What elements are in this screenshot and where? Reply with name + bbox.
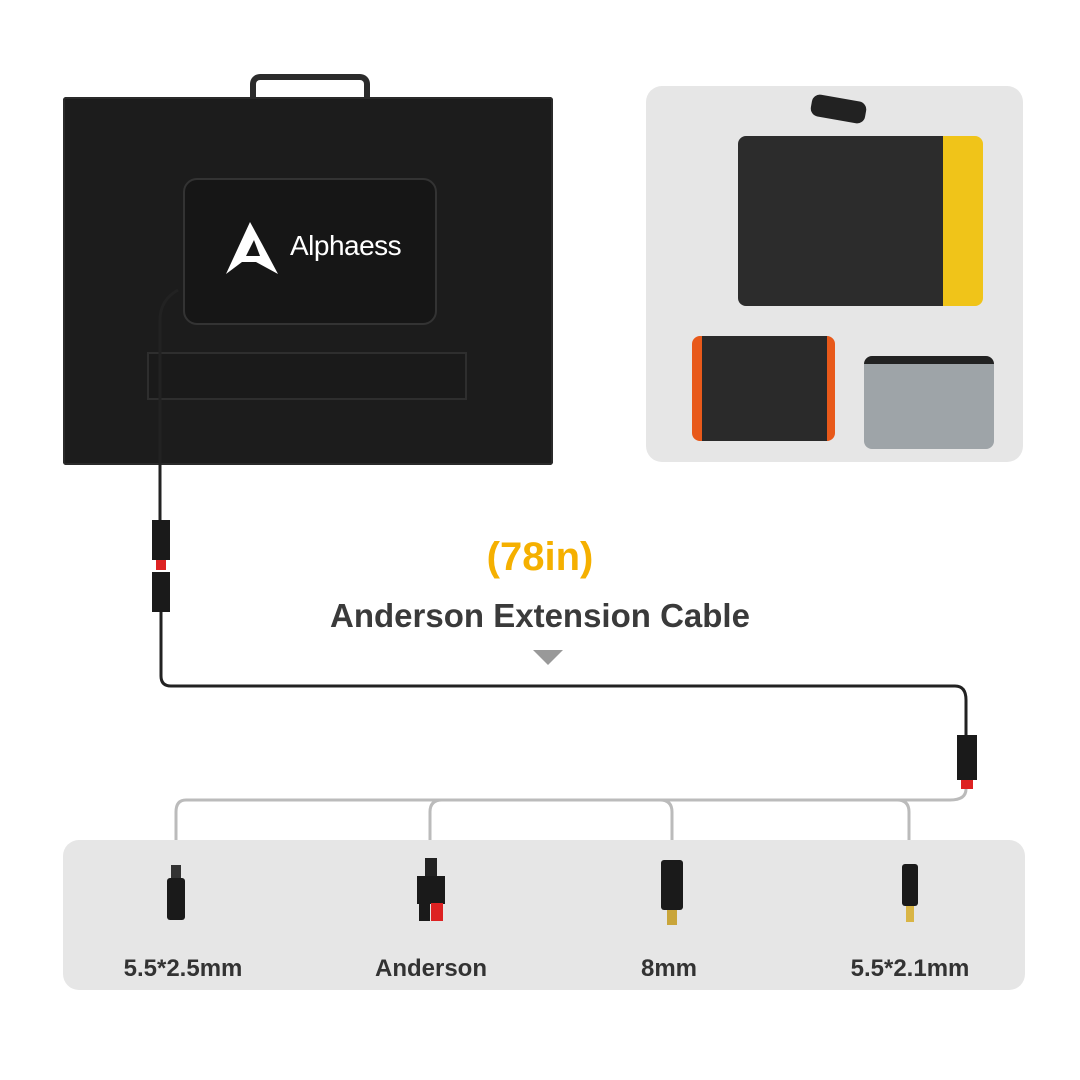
dc-5521-plug-icon <box>902 864 918 922</box>
connector-panel <box>63 840 1025 990</box>
brand-name: Alphaess <box>290 230 402 261</box>
anderson-plug-icon <box>417 858 445 921</box>
8mm-plug-icon <box>661 860 683 925</box>
compatible-power-stations <box>646 86 1023 462</box>
dc-5521-5525-plug-icon <box>167 865 185 920</box>
power-station-goalzero <box>864 356 994 449</box>
connector-label-8mm: 8mm <box>640 955 698 982</box>
connector-label-5525: 5.5*2.5mm <box>123 955 243 982</box>
cable-title: Anderson Extension Cable <box>330 597 750 634</box>
down-arrow-icon <box>533 650 563 665</box>
power-station-jackery <box>692 336 835 441</box>
alphaess-logo-icon <box>226 222 278 274</box>
panel-strap <box>147 352 467 400</box>
connector-label-anderson: Anderson <box>374 955 488 982</box>
connector-label-5521: 5.5*2.1mm <box>850 955 970 982</box>
panel-handle <box>250 74 370 104</box>
cable-length: (78in) <box>486 535 594 579</box>
power-station-alphaess <box>738 136 983 306</box>
accessory-bag <box>183 178 437 325</box>
